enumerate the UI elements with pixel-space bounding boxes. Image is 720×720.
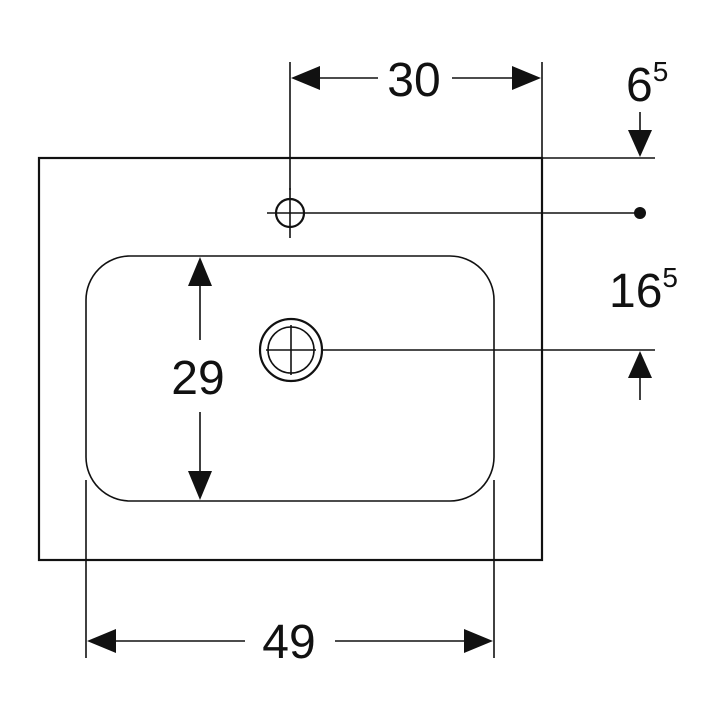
dimension-label-16-5: 165	[609, 262, 678, 318]
arrowhead-right	[512, 66, 541, 90]
dimension-hole-spacing: 30	[289, 54, 543, 190]
drain-icon	[258, 317, 324, 383]
arrowhead-right	[464, 629, 493, 653]
arrowhead-left	[87, 629, 116, 653]
arrowhead-down	[628, 130, 652, 157]
dimension-label-29: 29	[171, 352, 224, 405]
dimension-overflow-offset: 165	[312, 207, 678, 400]
reference-dot-icon	[634, 207, 646, 219]
bowl-inner-outline	[85, 255, 495, 502]
dimension-basin-width: 49	[85, 480, 495, 669]
dimension-basin-depth: 29	[171, 257, 225, 500]
dimension-top-offset: 65	[542, 56, 668, 159]
arrowhead-down	[188, 471, 212, 500]
dimension-label-6-5: 65	[626, 56, 668, 112]
arrowhead-up	[188, 257, 212, 286]
dimension-label-49: 49	[262, 616, 315, 669]
arrowhead-up	[628, 351, 652, 378]
arrowhead-left	[291, 66, 320, 90]
dimension-label-30: 30	[387, 54, 440, 107]
tap-hole-icon	[267, 188, 312, 238]
